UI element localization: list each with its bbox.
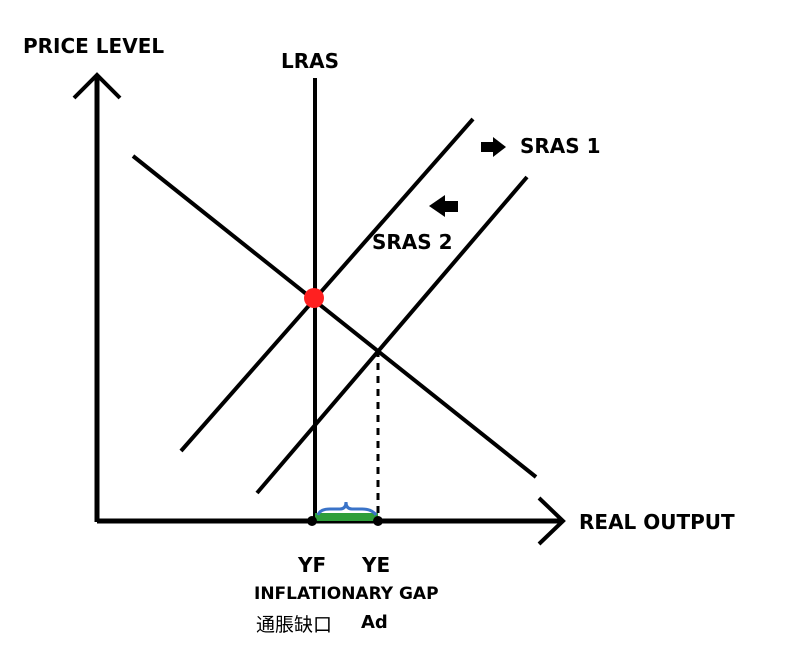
x-axis-label: REAL OUTPUT xyxy=(579,510,735,534)
ye-label: YE xyxy=(362,553,391,577)
y-axis-label: PRICE LEVEL xyxy=(23,34,165,58)
right-arrow-icon xyxy=(481,137,506,157)
yf-label: YF xyxy=(298,553,327,577)
ad-curve xyxy=(131,154,538,479)
lras-label: LRAS xyxy=(281,49,340,73)
yf-point xyxy=(307,516,317,526)
left-arrow-icon xyxy=(429,195,458,217)
author-label: Ad xyxy=(361,612,388,633)
sras2-curve xyxy=(179,117,475,453)
sras2-label: SRAS 2 xyxy=(372,230,453,254)
inflationary-gap-chinese-label: 通脹缺口 xyxy=(256,614,333,636)
ye-point xyxy=(373,516,383,526)
y-axis-arrowhead xyxy=(72,72,122,100)
gap-bar xyxy=(315,513,378,521)
gap-brace xyxy=(316,501,378,516)
inflationary-gap-label: INFLATIONARY GAP xyxy=(254,584,439,604)
equilibrium-point xyxy=(304,288,324,308)
sras1-label: SRAS 1 xyxy=(520,134,601,158)
x-axis-arrowhead xyxy=(537,496,566,546)
sras1-curve xyxy=(255,175,529,495)
